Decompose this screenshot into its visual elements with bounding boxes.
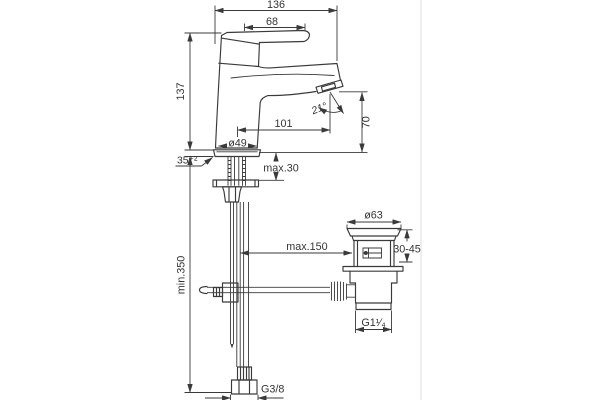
waste-tailpipe <box>354 282 393 304</box>
dim-136-label: 136 <box>267 0 285 11</box>
dim-waste-deck-range: 30-45 <box>393 229 421 263</box>
dim-3045-label: 30-45 <box>393 244 421 256</box>
dim-hole-diameter: 35⁺² <box>175 156 213 167</box>
dim-min350-label: min.350 <box>176 256 188 294</box>
dim-waste-cap-diameter: ø63 <box>346 210 402 228</box>
aerator <box>315 79 344 94</box>
mounting-parts <box>198 149 330 395</box>
waste-assembly <box>331 227 404 311</box>
mounting-nut <box>221 186 243 203</box>
hose-crimp-sleeve <box>236 366 253 381</box>
dim-35-label: 35⁺² <box>177 156 198 167</box>
mounting-washer <box>212 179 260 188</box>
dim-rod-reach: max.150 <box>240 241 353 256</box>
body-back-edge <box>214 34 223 149</box>
body-joint-line <box>218 62 260 68</box>
waste-lower-flange <box>342 265 404 272</box>
aerator-screen <box>320 82 337 92</box>
dim-g38-label: G3/8 <box>261 384 284 396</box>
base-plate <box>212 149 262 158</box>
rod-clamp-screw <box>212 286 224 298</box>
dim-spout-reach: 101 <box>237 94 331 137</box>
dim-outlet-height: 70 <box>339 91 373 153</box>
lever-neck-front <box>257 41 261 68</box>
waste-cap <box>346 227 402 242</box>
dim-g114-label: G1¹⁄₄ <box>361 317 385 329</box>
dim-70-label: 70 <box>361 116 373 128</box>
dim-supply-thread: G3/8 <box>205 384 284 400</box>
dim-max150-label: max.150 <box>286 241 327 253</box>
waste-thread-collar <box>355 302 392 311</box>
dim-68-label: 68 <box>266 16 278 28</box>
waste-slot-screw <box>363 251 368 255</box>
body-contour-line <box>230 73 335 79</box>
rod-ball-joint <box>331 281 356 301</box>
dim-o49-label: ø49 <box>228 138 247 150</box>
dim-body-height: 137 <box>175 32 222 151</box>
dim-max30-label: max.30 <box>263 163 298 175</box>
lever-handle <box>220 29 311 44</box>
dim-max-deck-thickness: max.30 <box>258 152 368 181</box>
dim-min-clearance: min.350 <box>176 156 231 393</box>
hose-hex-nut <box>230 379 258 395</box>
rod-end-cap <box>198 285 208 295</box>
flexible-hoses <box>236 202 249 367</box>
pop-up-rod-tip <box>230 344 234 349</box>
dim-o63-label: ø63 <box>364 210 383 222</box>
threaded-shank <box>227 156 246 186</box>
dim-101-label: 101 <box>274 118 292 130</box>
rod-clamp-block <box>221 282 239 303</box>
waste-lower-body <box>349 270 398 284</box>
waste-upper-body <box>353 239 395 268</box>
lever-seam-line <box>221 37 260 45</box>
dim-lever-length: 68 <box>244 16 306 31</box>
spout-top-edge <box>257 62 342 82</box>
pop-up-rod-horizontal <box>207 286 330 294</box>
dim-overall-depth: 136 <box>214 0 338 61</box>
dim-spout-angle: 21° <box>309 91 344 117</box>
dim-base-diameter: ø49 <box>218 138 257 150</box>
dim-21deg-label: 21° <box>309 101 329 117</box>
dim-137-label: 137 <box>175 82 187 100</box>
dim-waste-thread: G1¹⁄₄ <box>355 310 392 333</box>
spout-underside <box>256 90 317 149</box>
pop-up-rod-vertical <box>230 202 234 344</box>
